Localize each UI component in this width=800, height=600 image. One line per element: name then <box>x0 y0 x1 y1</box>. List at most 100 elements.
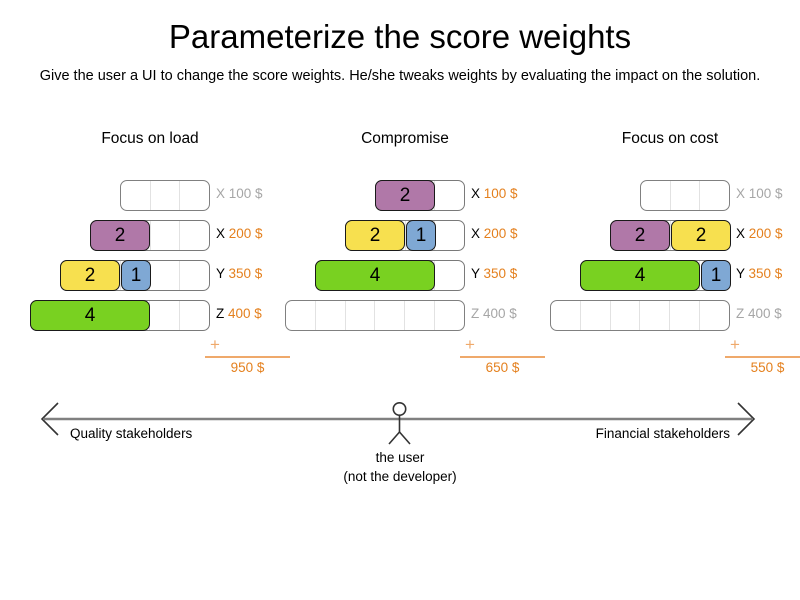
row-cost-label: X 200 $ <box>471 226 518 241</box>
weight-track-wrapper: 2 <box>275 176 465 216</box>
row-key: Z <box>471 306 480 321</box>
weight-track[interactable] <box>285 300 465 331</box>
weight-row: Z 400 $ <box>275 296 535 336</box>
scenario-total: +650 $ <box>275 336 545 380</box>
weight-segment[interactable]: 1 <box>406 220 436 251</box>
axis-label-quality: Quality stakeholders <box>70 426 193 441</box>
weight-track-wrapper <box>540 296 730 336</box>
row-key: X <box>736 226 746 241</box>
row-key: X <box>736 186 746 201</box>
track-cell <box>640 301 671 330</box>
weight-segments: 2 <box>90 220 150 251</box>
row-key: X <box>471 226 481 241</box>
weight-segment[interactable]: 1 <box>701 260 731 291</box>
track-cell <box>180 301 209 330</box>
row-amount: 100 $ <box>228 186 263 201</box>
row-key: Y <box>471 266 480 281</box>
row-amount: 100 $ <box>748 186 783 201</box>
weight-track-wrapper: 4 <box>20 296 210 336</box>
weight-segments: 2 <box>375 180 435 211</box>
user-caption-line1: the user <box>375 450 425 465</box>
row-amount: 200 $ <box>228 226 263 241</box>
weight-segment[interactable]: 2 <box>671 220 731 251</box>
row-key: X <box>216 226 226 241</box>
weight-track[interactable] <box>120 180 210 211</box>
track-cell <box>180 181 209 210</box>
row-amount: 350 $ <box>748 266 783 281</box>
track-cell <box>180 221 209 250</box>
weight-track-wrapper: 2 <box>20 216 210 256</box>
track-cell <box>150 301 181 330</box>
weight-segments: 4 <box>30 300 150 331</box>
track-cell <box>641 221 671 250</box>
weight-segment[interactable]: 4 <box>30 300 150 331</box>
weight-segment[interactable]: 4 <box>580 260 700 291</box>
row-key: Z <box>216 306 225 321</box>
row-cost-label: Z 400 $ <box>216 306 262 321</box>
axis-label-financial: Financial stakeholders <box>595 426 730 441</box>
track-cell <box>641 181 671 210</box>
weight-segment[interactable]: 1 <box>121 260 151 291</box>
weight-track-wrapper: 4 <box>275 256 465 296</box>
weight-segment[interactable]: 2 <box>375 180 435 211</box>
weight-track-wrapper <box>20 176 210 216</box>
weight-track[interactable] <box>640 180 730 211</box>
row-amount: 100 $ <box>483 186 518 201</box>
scenario-total: +950 $ <box>20 335 290 380</box>
row-key: Y <box>736 266 745 281</box>
total-value: 950 $ <box>230 360 265 375</box>
track-cell <box>180 261 209 290</box>
weight-track[interactable] <box>550 300 730 331</box>
track-cell <box>150 261 181 290</box>
weight-segment[interactable]: 2 <box>345 220 405 251</box>
track-cells <box>551 301 729 330</box>
row-amount: 350 $ <box>483 266 518 281</box>
row-amount: 350 $ <box>228 266 263 281</box>
row-cost-label: X 200 $ <box>736 226 783 241</box>
row-cost-label: Z 400 $ <box>471 306 517 321</box>
weight-segment[interactable]: 4 <box>315 260 435 291</box>
track-cell <box>375 301 406 330</box>
weight-row: X 100 $ <box>540 176 800 216</box>
row-amount: 400 $ <box>483 306 517 321</box>
weight-segment[interactable]: 2 <box>90 220 150 251</box>
total-rule <box>460 356 545 358</box>
track-cell <box>151 181 181 210</box>
total-value: 650 $ <box>485 360 520 375</box>
track-cell <box>435 301 464 330</box>
weight-row: 2 X 200 $ <box>20 216 280 256</box>
track-cell <box>121 221 151 250</box>
row-cost-label: Y 350 $ <box>471 266 517 281</box>
track-cells <box>286 301 464 330</box>
stakeholder-axis: Quality stakeholders Financial stakehold… <box>0 396 800 516</box>
total-value: 550 $ <box>750 360 785 375</box>
row-cost-label: Z 400 $ <box>736 306 782 321</box>
page-title: Parameterize the score weights <box>168 18 632 55</box>
row-key: Y <box>216 266 225 281</box>
row-cost-label: Y 350 $ <box>216 266 262 281</box>
scenario-title: Compromise <box>361 130 449 147</box>
total-plus-sign: + <box>210 335 220 354</box>
track-cell <box>581 301 611 330</box>
track-cell <box>700 301 729 330</box>
track-cell <box>405 301 436 330</box>
track-cell <box>286 301 316 330</box>
row-amount: 200 $ <box>748 226 783 241</box>
track-cell <box>435 221 464 250</box>
weight-segment[interactable]: 2 <box>60 260 120 291</box>
track-cell <box>435 181 464 210</box>
track-cell <box>316 301 346 330</box>
weight-row: 4 Z 400 $ <box>20 296 280 336</box>
weight-segment[interactable]: 2 <box>610 220 670 251</box>
